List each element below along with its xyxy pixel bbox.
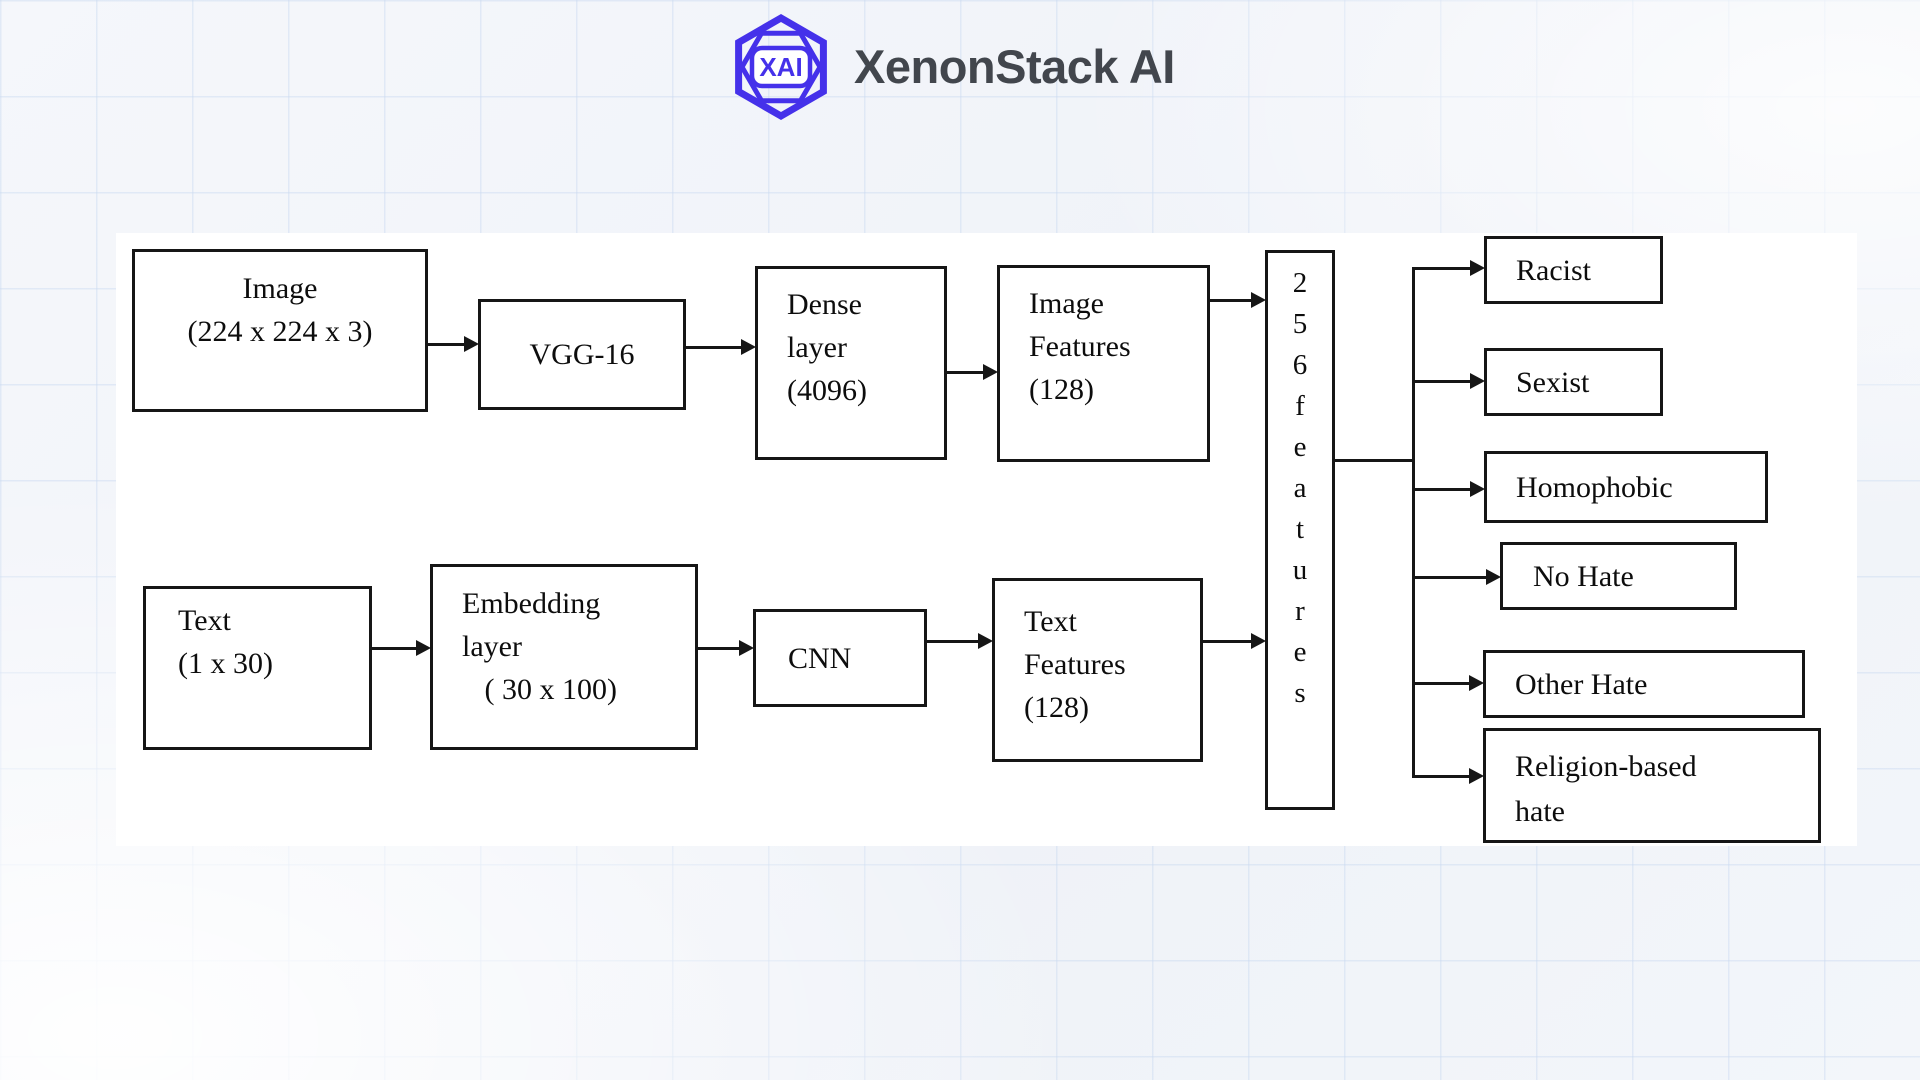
- box-dense-layer: Dense layer (4096): [755, 266, 947, 460]
- connector-256-to-spine: [1335, 459, 1415, 462]
- arrow-spine-to-homophobic: [1413, 481, 1485, 497]
- arrow-dense-to-imagefeatures: [947, 364, 998, 380]
- connector-output-spine: [1412, 267, 1415, 778]
- box-output-sexist: Sexist: [1484, 348, 1663, 416]
- arrow-embedding-to-cnn: [698, 640, 754, 656]
- arrow-spine-to-religion-hate: [1413, 768, 1484, 784]
- arrow-spine-to-no-hate: [1413, 569, 1501, 585]
- box-image-features: Image Features (128): [997, 265, 1210, 462]
- box-output-no-hate: No Hate: [1500, 542, 1737, 610]
- box-embedding-layer: Embedding layer ( 30 x 100): [430, 564, 698, 750]
- box-text-input: Text (1 x 30): [143, 586, 372, 750]
- arrow-vgg-to-dense: [686, 339, 756, 355]
- box-cnn: CNN: [753, 609, 927, 707]
- box-256-features: 2 5 6 f e a t u r e s: [1265, 250, 1335, 810]
- box-output-homophobic: Homophobic: [1484, 451, 1768, 523]
- arrow-spine-to-sexist: [1413, 373, 1485, 389]
- header: XAI XenonStack AI: [0, 0, 1920, 130]
- svg-text:XAI: XAI: [759, 52, 802, 82]
- arrow-text-to-embedding: [372, 640, 431, 656]
- arrow-textfeatures-to-256: [1203, 633, 1266, 649]
- arrow-imagefeatures-to-256: [1210, 292, 1266, 308]
- box-output-religion-hate: Religion-based hate: [1483, 728, 1821, 843]
- box-output-other-hate: Other Hate: [1483, 650, 1805, 718]
- box-vgg16: VGG-16: [478, 299, 686, 410]
- arrow-image-to-vgg: [428, 336, 479, 352]
- xenonstack-logo-icon: XAI: [735, 13, 827, 121]
- arrow-spine-to-other-hate: [1413, 675, 1484, 691]
- arrow-cnn-to-textfeatures: [927, 633, 993, 649]
- box-image-input: Image (224 x 224 x 3): [132, 249, 428, 412]
- box-text-features: Text Features (128): [992, 578, 1203, 762]
- brand-title: XenonStack AI: [854, 40, 1175, 93]
- box-output-racist: Racist: [1484, 236, 1663, 304]
- arrow-spine-to-racist: [1413, 260, 1485, 276]
